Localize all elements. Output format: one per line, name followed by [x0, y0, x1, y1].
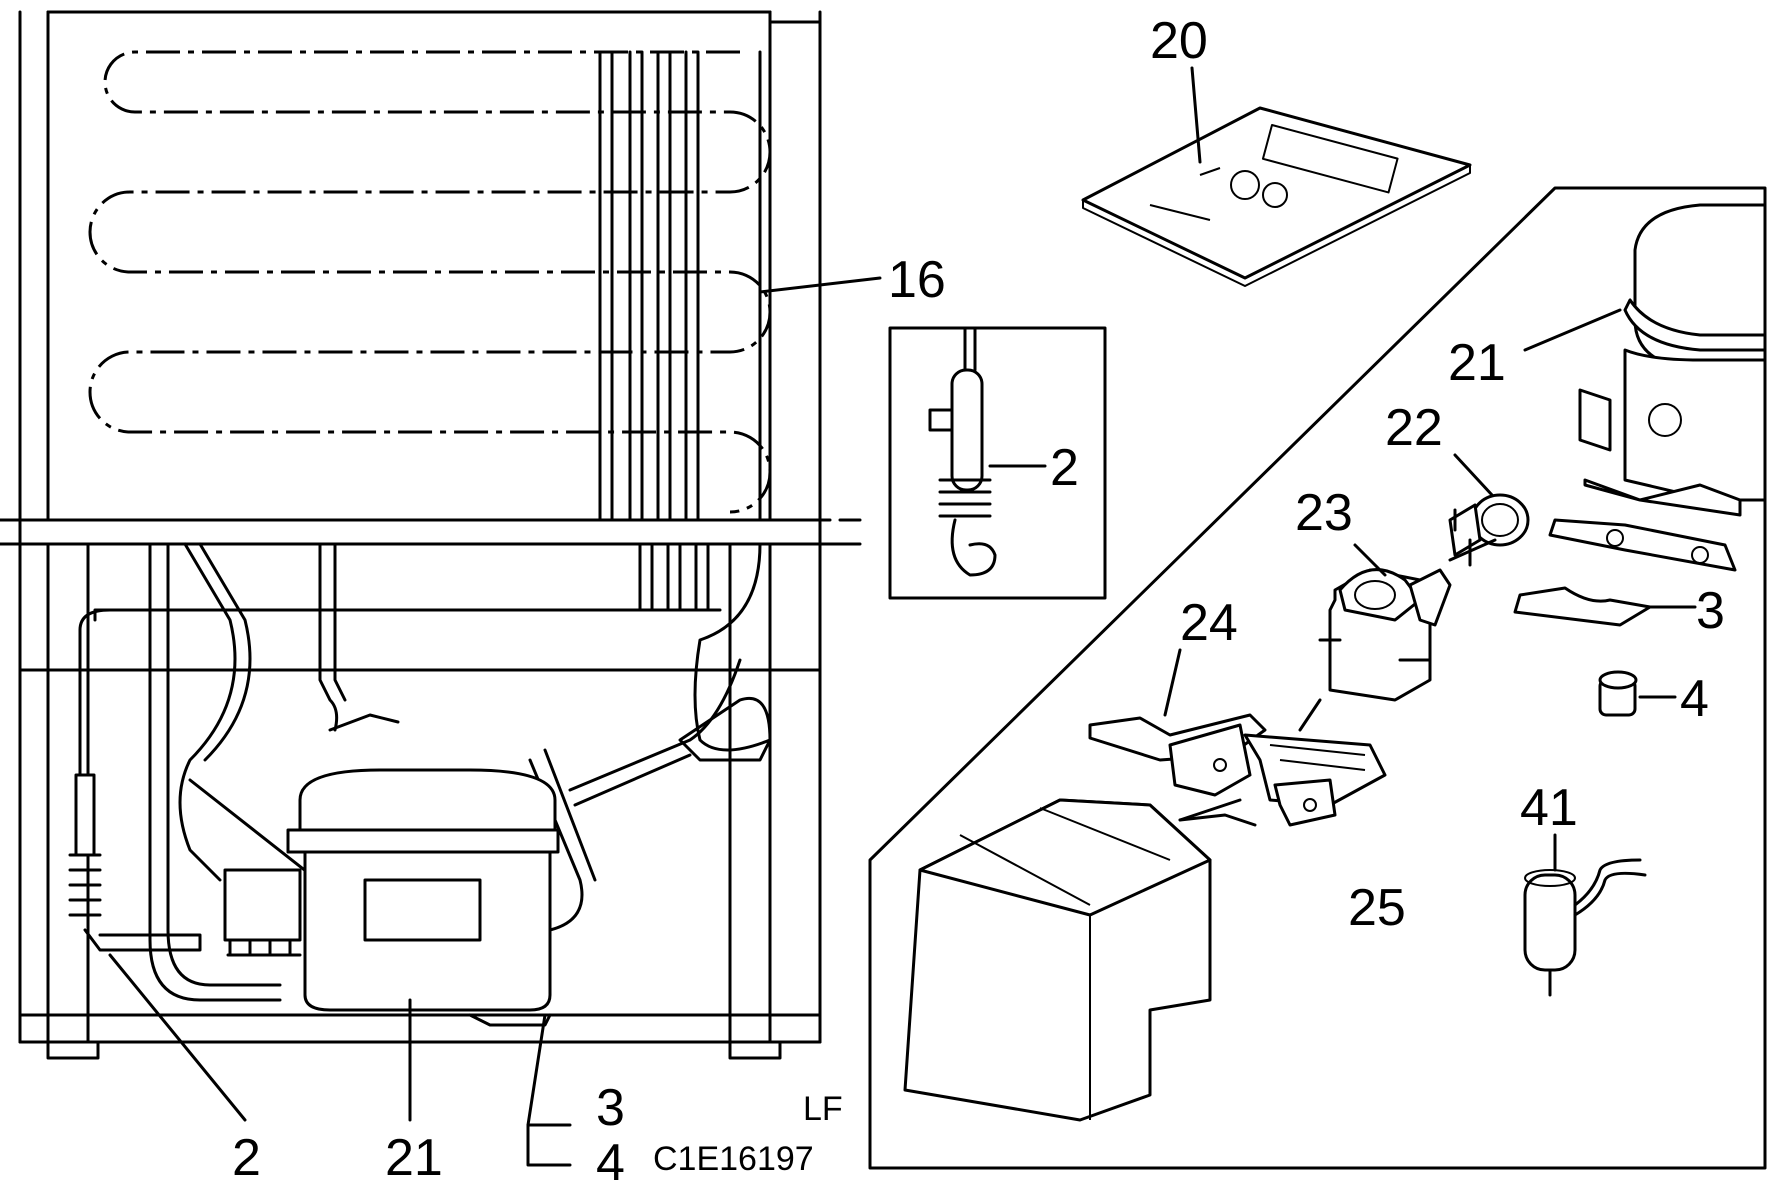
- callout-23: 23: [1295, 484, 1353, 542]
- drawing-code: C1E16197: [653, 1140, 814, 1178]
- evaporator-serpentine: [88, 50, 772, 514]
- callout-21-main: 21: [385, 1129, 443, 1187]
- user-manual: [1081, 66, 1472, 287]
- callout-2-detail: 2: [1050, 439, 1079, 497]
- start-relay: [1318, 538, 1497, 702]
- gasket-inset: [1513, 586, 1697, 627]
- thermostat-sensor-main: [68, 773, 202, 952]
- leader-24: [1163, 648, 1182, 717]
- model-code: LF: [803, 1090, 843, 1128]
- leader-22: [1453, 453, 1494, 497]
- callout-3-inset: 3: [1696, 582, 1725, 640]
- compressor-main: [223, 768, 560, 1027]
- leader-3-main: [526, 1013, 572, 1127]
- leader-21-inset: [1523, 308, 1622, 352]
- leader-2-main: [108, 953, 247, 1122]
- callout-25: 25: [1348, 879, 1406, 937]
- main-leader-lines: [108, 276, 882, 1167]
- grommet-inset: [1598, 670, 1677, 717]
- callout-2-main: 2: [232, 1129, 261, 1187]
- overload-protector: [1448, 453, 1530, 567]
- callout-4-inset: 4: [1680, 670, 1709, 728]
- relay-cover: [903, 798, 1257, 1122]
- condenser-tubes: [598, 50, 772, 752]
- callout-4-main: 4: [596, 1134, 625, 1188]
- refrigerant-piping: [78, 542, 772, 1002]
- callout-16: 16: [888, 251, 946, 309]
- refrigerator-rear-view: [0, 10, 882, 1167]
- sensor-detail-box: [888, 326, 1107, 600]
- callout-22: 22: [1385, 399, 1443, 457]
- leader-25: [1178, 798, 1242, 822]
- callout-21-inset: 21: [1448, 334, 1506, 392]
- callout-3-main: 3: [596, 1079, 625, 1137]
- callout-24: 24: [1180, 594, 1238, 652]
- callout-20: 20: [1150, 12, 1208, 70]
- run-capacitor: [1523, 833, 1647, 997]
- relay-clamp: [1088, 648, 1387, 827]
- electrical-parts-panel: [868, 66, 1767, 1170]
- callout-41: 41: [1520, 779, 1578, 837]
- compressor-inset: [1523, 203, 1767, 572]
- leader-16: [758, 276, 882, 294]
- leader-4-main: [526, 1123, 572, 1167]
- leader-23: [1353, 543, 1387, 577]
